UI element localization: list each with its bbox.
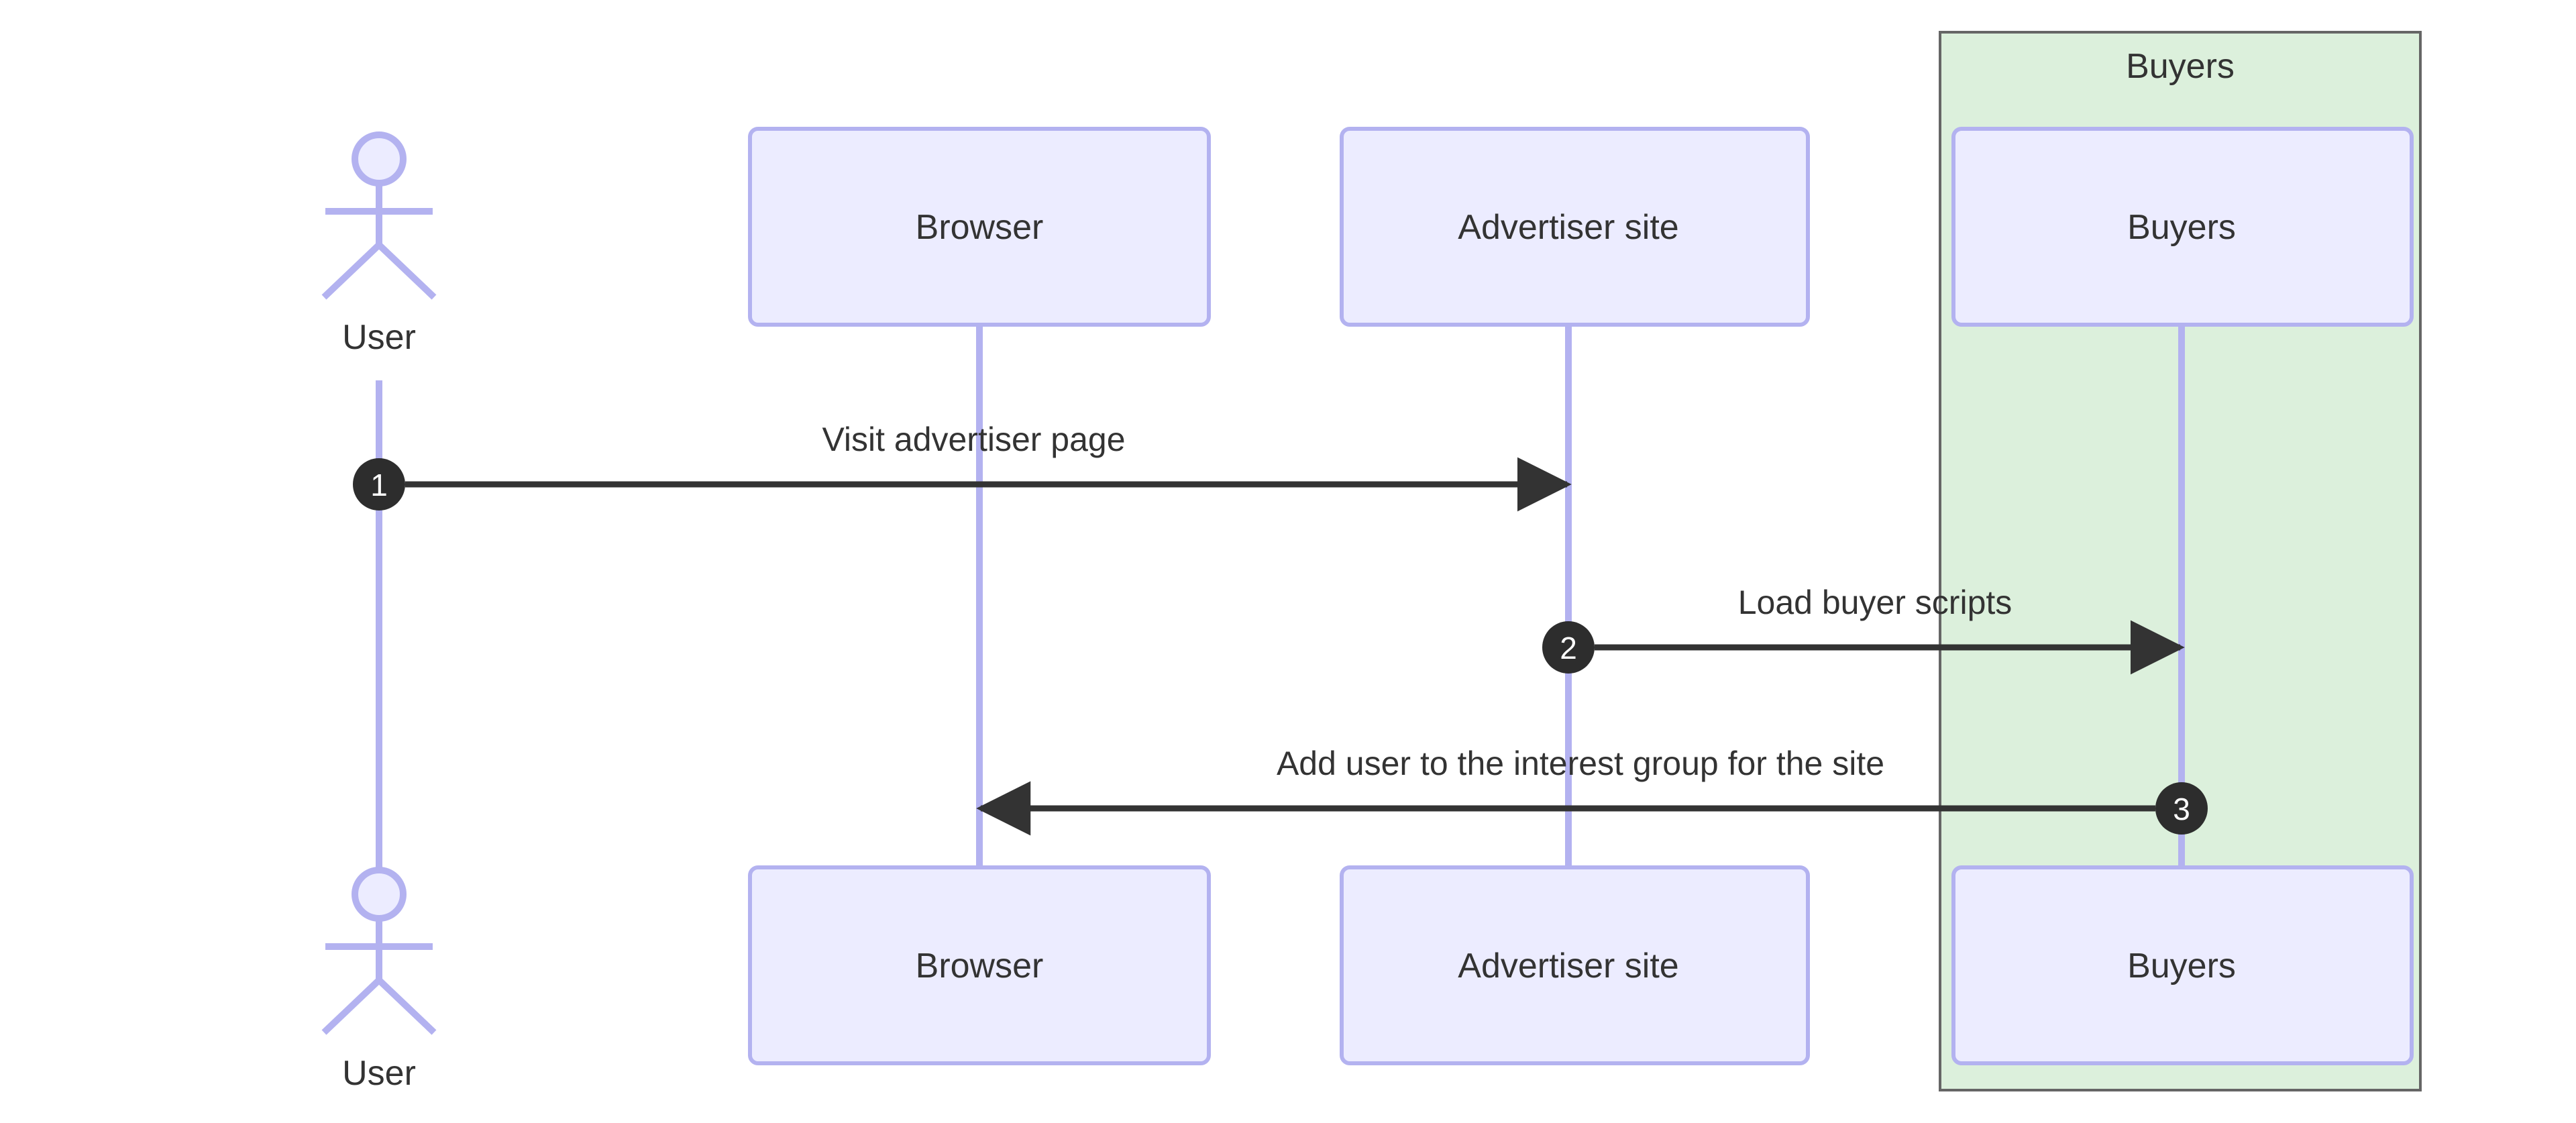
participant-label-browser: Browser <box>916 208 1044 247</box>
actor-leg-right <box>376 977 437 1035</box>
actor-user-bottom: User <box>321 867 437 1093</box>
participant-rect <box>1951 865 2414 1065</box>
participant-rect <box>1951 127 2414 327</box>
participant-box-advertiser-bottom: Advertiser site <box>1340 865 1810 1065</box>
participant-box-browser-top: Browser <box>748 127 1211 327</box>
lifelines <box>376 325 2185 870</box>
participant-label-buyers: Buyers <box>2127 947 2236 985</box>
participant-label-browser: Browser <box>916 947 1044 985</box>
message-badge-1 <box>353 458 405 511</box>
message-label-1: Visit advertiser page <box>822 421 1125 458</box>
group-title-buyers: Buyers <box>2126 47 2235 86</box>
message-label-2: Load buyer scripts <box>1738 584 2012 621</box>
participant-rect <box>1340 127 1810 327</box>
actor-leg-left <box>321 977 382 1035</box>
actor-leg-right <box>376 242 437 300</box>
message-label-3: Add user to the interest group for the s… <box>1277 745 1884 782</box>
message-number-3: 3 <box>2173 792 2190 826</box>
participant-rect <box>1340 865 1810 1065</box>
message-number-2: 2 <box>1560 631 1577 665</box>
participant-box-buyers-bottom: Buyers <box>1951 865 2414 1065</box>
actor-label-user: User <box>342 318 416 357</box>
participant-label-advertiser: Advertiser site <box>1458 208 1678 247</box>
message-number-1: 1 <box>370 468 388 502</box>
actor-leg-left <box>321 242 382 300</box>
participant-label-buyers: Buyers <box>2127 208 2236 247</box>
participant-label-advertiser: Advertiser site <box>1458 947 1678 985</box>
participant-box-browser-bottom: Browser <box>748 865 1211 1065</box>
participant-box-buyers-top: Buyers <box>1951 127 2414 327</box>
actor-head-icon <box>352 867 407 922</box>
message-3: Add user to the interest group for the s… <box>976 745 2208 836</box>
actor-head-icon <box>352 131 407 186</box>
actor-user-top: User <box>321 131 437 357</box>
message-2: Load buyer scripts 2 <box>1542 584 2185 675</box>
participant-rect <box>748 127 1211 327</box>
message-1: Visit advertiser page 1 <box>353 421 1572 512</box>
message-badge-2 <box>1542 621 1595 674</box>
participant-box-advertiser-top: Advertiser site <box>1340 127 1810 327</box>
actor-label-user: User <box>342 1054 416 1093</box>
participant-rect <box>748 865 1211 1065</box>
message-badge-3 <box>2155 782 2208 835</box>
